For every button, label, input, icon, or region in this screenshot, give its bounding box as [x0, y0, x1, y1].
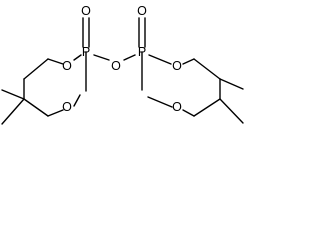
bond-left-ring-c-c: [23, 58, 49, 80]
bond-left-ring-o-top-p: [73, 54, 82, 61]
bond-right-ring-p-o-top: [148, 54, 172, 65]
bond-right-methyl-upper: [219, 78, 244, 90]
atom-o-top-right: O: [137, 4, 147, 18]
bond-left-methyl-upper: [1, 89, 25, 100]
bond-right-methyl-lower: [219, 98, 244, 124]
bond-bridge-right: [123, 54, 136, 61]
atom-o-ring-right-top: O: [172, 59, 182, 73]
atom-o-top-left: O: [81, 4, 91, 18]
atom-p-right: P: [138, 45, 146, 59]
atom-o-bridge: O: [111, 59, 121, 73]
bond-right-ring-o-bottom-p: [147, 96, 173, 108]
atom-labels: O O P P O O O O O: [62, 4, 182, 114]
chemical-structure: O O P P O O O O O: [1, 4, 244, 125]
bond-left-ring-o-top-c: [47, 58, 64, 65]
bond-right-ring-c-cq: [193, 58, 221, 80]
bond-right-ring-c-c: [193, 98, 221, 117]
bond-left-ring-o-bottom-p: [73, 94, 81, 107]
atom-p-left: P: [82, 45, 90, 59]
bonds: [1, 17, 244, 125]
bond-left-ring-cq-c: [23, 98, 49, 117]
bond-right-ring-o-top-c: [182, 58, 195, 65]
atom-o-ring-right-bottom: O: [172, 100, 182, 114]
bond-left-methyl-lower: [1, 98, 25, 125]
bond-right-ring-c-o-bottom: [182, 109, 195, 117]
atom-o-ring-left-bottom: O: [62, 100, 72, 114]
bond-bridge-left: [93, 54, 110, 61]
atom-o-ring-left-top: O: [62, 59, 72, 73]
bond-left-ring-c-o-bottom: [47, 109, 64, 117]
